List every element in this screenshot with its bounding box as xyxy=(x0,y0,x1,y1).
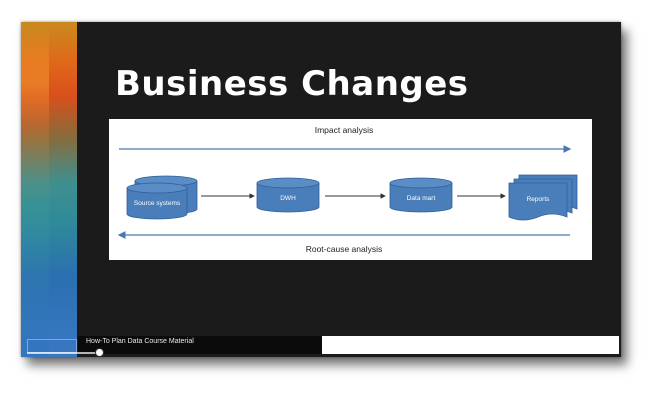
data-flow-diagram: Impact analysis Source systems DWH xyxy=(109,119,592,260)
source-systems-label: Source systems xyxy=(134,200,181,207)
progress-scrubber-handle[interactable] xyxy=(95,348,104,357)
slide-title: Business Changes xyxy=(115,64,469,104)
video-caption-bar: How-To Plan Data Course Material xyxy=(78,336,322,354)
decorative-gradient-stripe xyxy=(21,22,77,357)
impact-analysis-label: Impact analysis xyxy=(315,125,374,135)
video-bottom-strip xyxy=(322,336,619,354)
video-frame[interactable]: Business Changes Impact analysis xyxy=(21,22,621,357)
reports-node: Reports xyxy=(508,174,578,221)
controls-outline xyxy=(27,339,77,353)
data-mart-label: Data mart xyxy=(407,195,436,202)
dwh-label: DWH xyxy=(280,195,296,202)
decorative-gradient-highlight xyxy=(21,22,49,357)
root-cause-analysis-label: Root-cause analysis xyxy=(306,244,383,254)
diagram-canvas: Impact analysis Source systems DWH xyxy=(117,125,578,254)
data-mart-node: Data mart xyxy=(389,177,453,213)
video-caption-text: How-To Plan Data Course Material xyxy=(86,338,194,345)
video-progress-bar[interactable] xyxy=(27,352,97,354)
source-systems-node: Source systems xyxy=(126,175,198,220)
reports-label: Reports xyxy=(527,196,551,203)
dwh-node: DWH xyxy=(256,177,320,213)
